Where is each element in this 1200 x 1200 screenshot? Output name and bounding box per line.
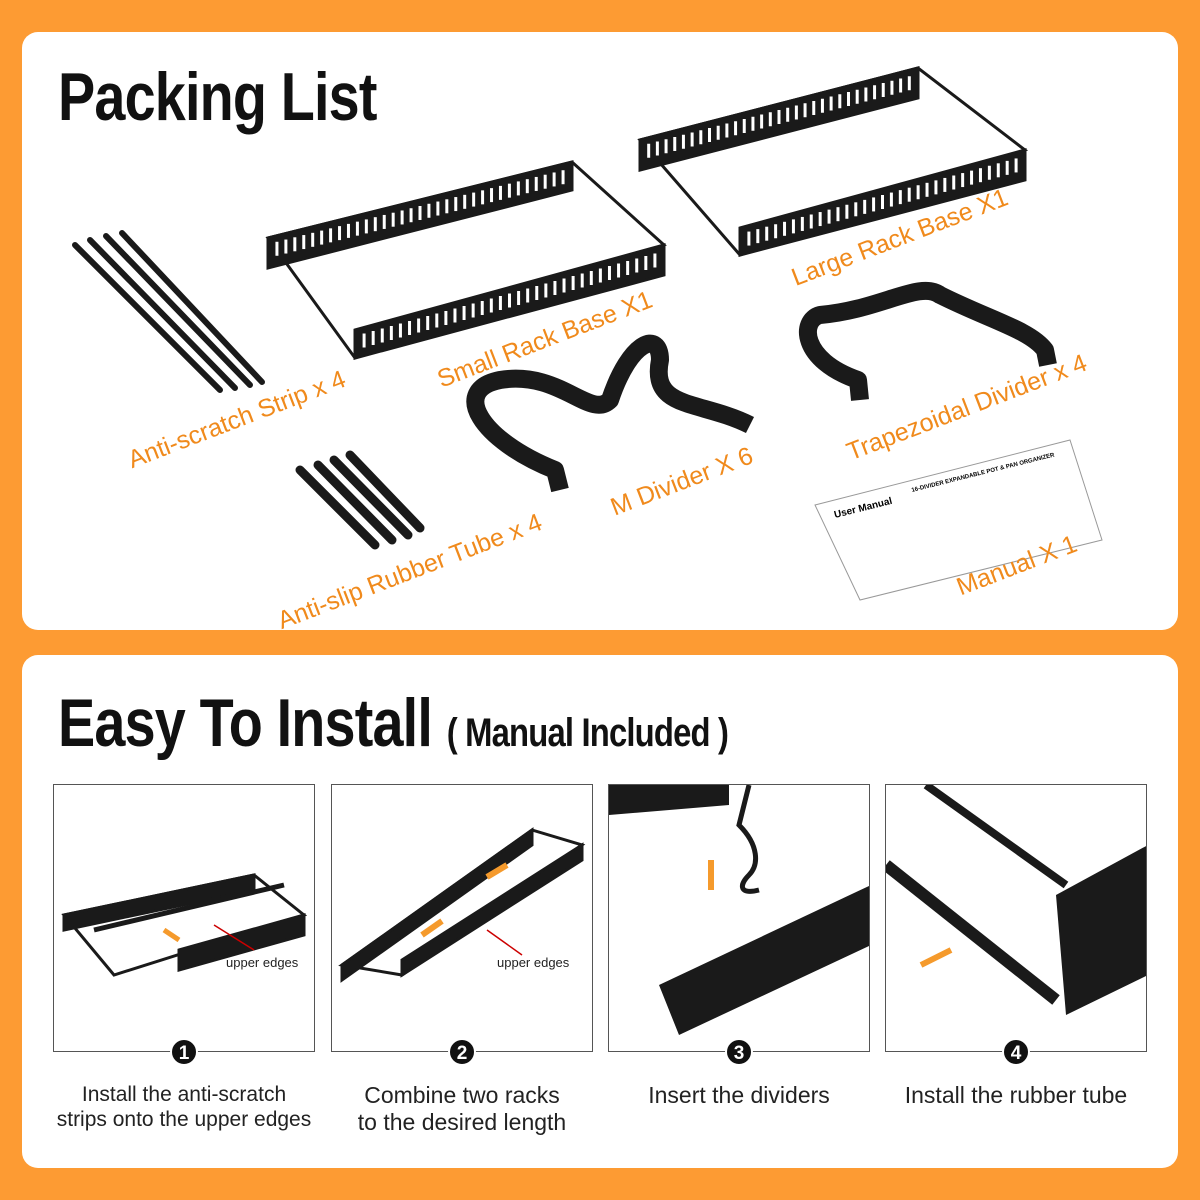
install-title-main: Easy To Install bbox=[58, 685, 433, 761]
anti-scratch-strips-image bbox=[72, 230, 265, 393]
step-3-caption: Insert the dividers bbox=[648, 1082, 830, 1108]
step-2-caption-line2: to the desired length bbox=[357, 1109, 567, 1135]
step-1-caption-line1: Install the anti-scratch bbox=[81, 1083, 287, 1106]
step-2-note: upper edges bbox=[497, 955, 570, 970]
step-1-image: upper edges bbox=[53, 784, 315, 1052]
install-subtitle: ( Manual Included ) bbox=[446, 711, 729, 755]
rubber-tubes-image bbox=[295, 450, 425, 550]
step-1-caption-line2: strips onto the upper edges bbox=[56, 1108, 312, 1131]
step-3-image bbox=[608, 784, 870, 1052]
trapezoidal-divider-image bbox=[799, 281, 1057, 401]
step-2-image: upper edges bbox=[331, 784, 593, 1052]
step-3-number: 3 bbox=[725, 1038, 753, 1066]
step-4-caption: Install the rubber tube bbox=[904, 1082, 1128, 1108]
step-1-note: upper edges bbox=[226, 955, 299, 970]
step-2-caption-line1: Combine two racks bbox=[364, 1082, 560, 1108]
m-divider-image bbox=[466, 334, 755, 493]
step-4-image bbox=[885, 784, 1147, 1052]
step-2-number: 2 bbox=[448, 1038, 476, 1066]
install-title: Easy To Install ( Manual Included ) bbox=[58, 684, 729, 762]
step-4-number: 4 bbox=[1002, 1038, 1030, 1066]
packing-illustrations: User Manual 16-DIVIDER EXPANDABLE POT & … bbox=[72, 66, 1103, 601]
packing-list-title: Packing List bbox=[58, 59, 377, 135]
step-1-number: 1 bbox=[170, 1038, 198, 1066]
